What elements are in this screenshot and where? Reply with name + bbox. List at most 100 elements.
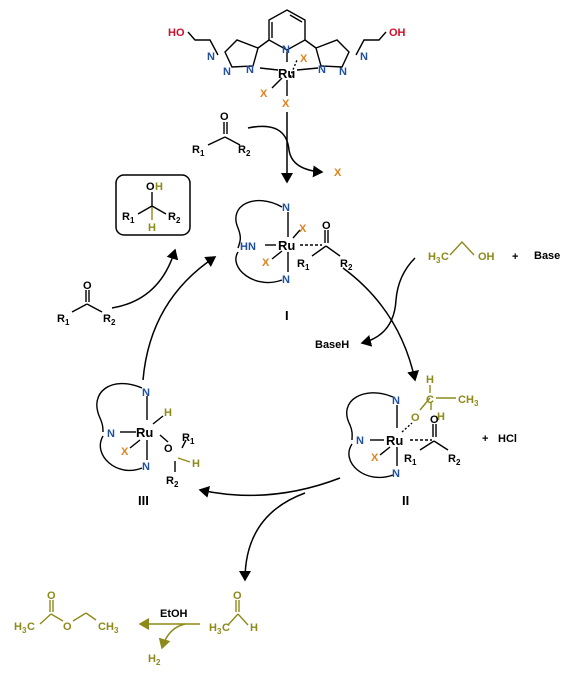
svg-text:X: X <box>262 257 270 269</box>
halide-2: X <box>260 88 268 100</box>
triazole-n2-right: N <box>339 66 347 78</box>
arrow-III-to-I <box>142 256 217 381</box>
product-release-arrow <box>111 248 179 309</box>
svg-text:O: O <box>411 412 420 424</box>
svg-text:H: H <box>250 622 258 634</box>
svg-text:N: N <box>392 395 400 407</box>
svg-text:2: 2 <box>156 658 161 667</box>
svg-text:2: 2 <box>246 149 251 158</box>
svg-text:C: C <box>27 621 35 633</box>
svg-text:Ru: Ru <box>136 425 153 440</box>
precatalyst: HO OH N N N N N N N Ru X X X <box>168 9 406 110</box>
svg-text:O: O <box>430 414 439 426</box>
baseh-label: BaseH <box>315 339 349 351</box>
svg-text:1: 1 <box>65 318 70 327</box>
svg-text:3: 3 <box>217 627 222 636</box>
svg-text:H: H <box>428 251 436 263</box>
svg-text:N: N <box>142 387 150 399</box>
hydroxyl-left: HO <box>168 27 185 39</box>
svg-text:R: R <box>182 432 190 444</box>
complex-I: N HN N Ru X X O R 1 R 2 I <box>235 199 353 323</box>
svg-text:O: O <box>322 220 331 232</box>
svg-text:2: 2 <box>176 216 181 225</box>
svg-text:3: 3 <box>114 626 119 635</box>
triazole-n2-left: N <box>223 66 231 78</box>
svg-text:HN: HN <box>240 241 256 253</box>
svg-text:N: N <box>142 461 150 473</box>
acetaldehyde: O H 3 C H <box>209 590 258 636</box>
svg-text:OH: OH <box>478 251 495 263</box>
etoh-label: EtOH <box>160 608 188 620</box>
svg-text:2: 2 <box>174 480 179 489</box>
svg-text:1: 1 <box>200 149 205 158</box>
svg-text:H: H <box>426 374 434 386</box>
triazole-n3-left: N <box>246 64 254 76</box>
svg-text:O: O <box>220 111 229 123</box>
acetaldehyde-release-arrow <box>239 492 306 582</box>
label-II: II <box>402 493 409 508</box>
svg-text:H: H <box>192 458 200 470</box>
svg-text:R: R <box>166 475 174 487</box>
released-halide: X <box>334 167 342 179</box>
svg-text:C: C <box>441 251 449 263</box>
svg-text:R: R <box>57 313 65 325</box>
svg-text:R: R <box>168 211 176 223</box>
svg-text:3: 3 <box>436 256 441 265</box>
svg-text:CH: CH <box>98 621 114 633</box>
svg-text:H: H <box>148 222 156 234</box>
svg-text:O: O <box>164 443 173 455</box>
hcl-label: HCl <box>498 433 517 445</box>
ketone-reagent: O R 1 R 2 <box>192 111 251 158</box>
svg-text:3: 3 <box>22 626 27 635</box>
svg-text:C: C <box>426 394 434 406</box>
svg-text:O: O <box>233 590 242 602</box>
svg-text:R: R <box>340 258 348 270</box>
ruthenium-center: Ru <box>278 66 295 81</box>
hydroxyl-right: OH <box>389 27 406 39</box>
svg-text:R: R <box>103 313 111 325</box>
triazole-n1-right: N <box>360 51 368 63</box>
svg-text:R: R <box>297 258 305 270</box>
complex-II: N N N Ru X O H C H CH 3 O R 1 R 2 + HCl … <box>346 374 517 508</box>
h2-release-arrow <box>158 623 186 650</box>
svg-text:H: H <box>209 622 217 634</box>
svg-text:O: O <box>146 181 155 193</box>
triazole-n1-left: N <box>207 51 215 63</box>
base-baseh-arrow <box>360 257 416 347</box>
svg-text:+: + <box>482 433 488 445</box>
svg-text:N: N <box>392 468 400 480</box>
svg-text:2: 2 <box>348 263 353 272</box>
ethanol-reagent: H 3 C OH + Base <box>428 240 560 265</box>
label-I: I <box>285 308 289 323</box>
ketone-left: O R 1 R 2 <box>57 280 116 327</box>
arrow-I-to-II <box>342 267 419 382</box>
svg-text:X: X <box>299 223 307 235</box>
svg-text:Base: Base <box>534 250 560 262</box>
svg-text:H: H <box>14 621 22 633</box>
svg-text:CH: CH <box>458 394 474 406</box>
svg-text:2: 2 <box>456 458 461 467</box>
svg-text:H: H <box>437 411 445 423</box>
ketone-in-x-out-arrow <box>247 125 324 178</box>
svg-text:H: H <box>164 407 172 419</box>
svg-text:O: O <box>83 280 92 292</box>
alcohol-product-box: O H H R 1 R 2 <box>115 174 191 236</box>
svg-text:N: N <box>282 274 290 286</box>
svg-text:1: 1 <box>130 216 135 225</box>
complex-III: N N N Ru H X O R 1 H R 2 III <box>96 382 200 508</box>
svg-text:R: R <box>404 453 412 465</box>
arrow-II-to-III <box>198 477 341 498</box>
h2-label: H <box>148 653 156 665</box>
svg-text:1: 1 <box>190 437 195 446</box>
svg-text:Ru: Ru <box>278 238 295 253</box>
svg-text:1: 1 <box>305 263 310 272</box>
svg-text:R: R <box>448 453 456 465</box>
svg-text:O: O <box>63 621 72 633</box>
svg-text:N: N <box>356 435 364 447</box>
svg-text:N: N <box>107 428 115 440</box>
svg-text:R: R <box>192 144 200 156</box>
svg-text:3: 3 <box>474 399 479 408</box>
svg-text:X: X <box>371 452 379 464</box>
halide-3: X <box>282 98 290 110</box>
